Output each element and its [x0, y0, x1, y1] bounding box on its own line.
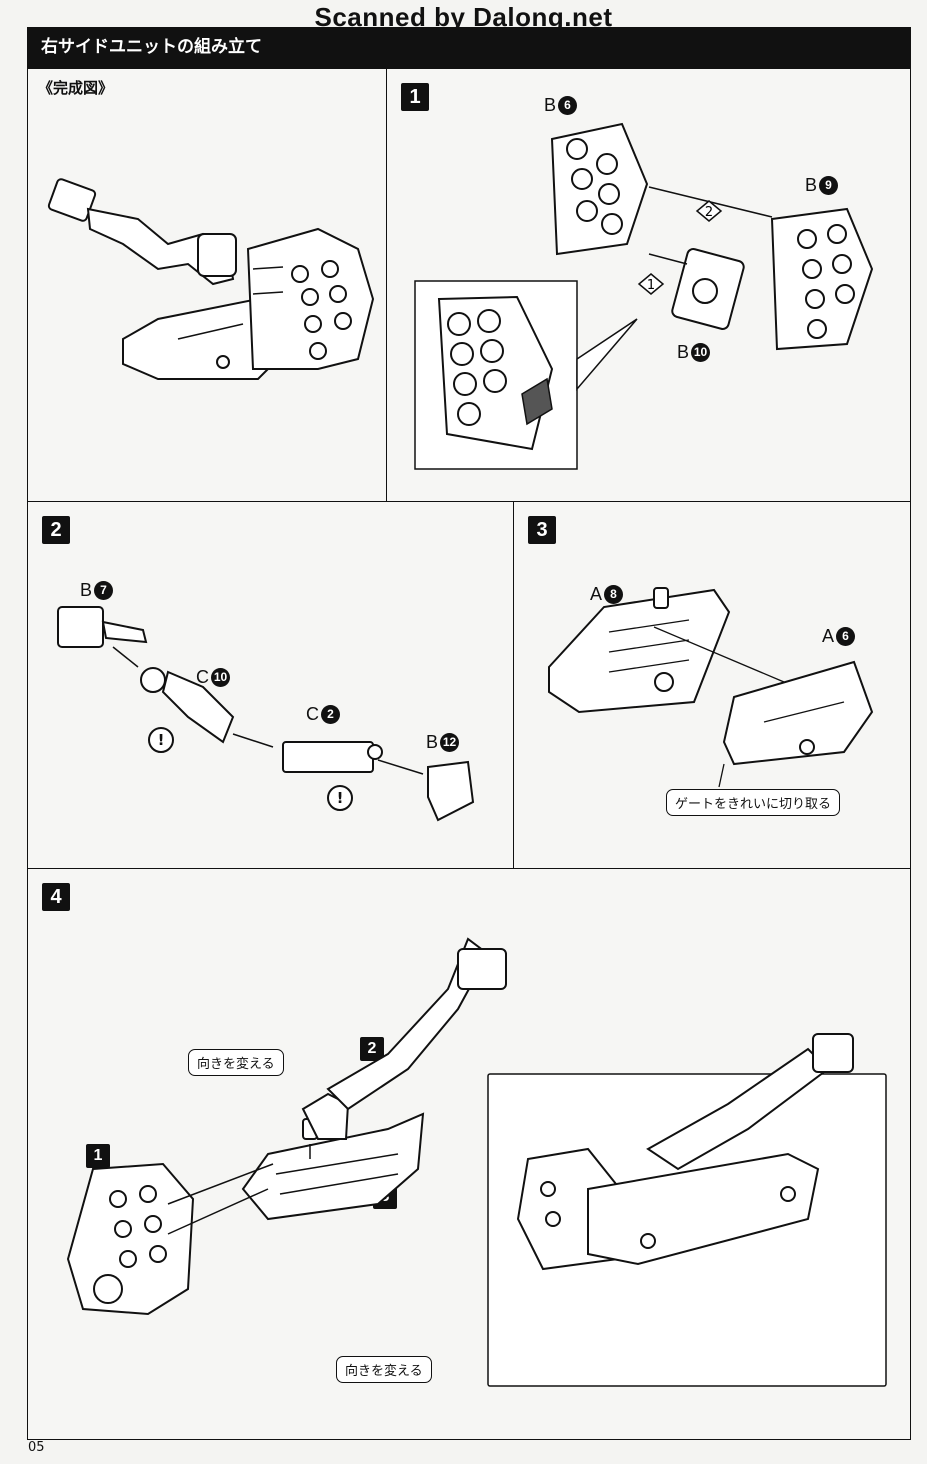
- complete-title: 《完成図》: [38, 79, 114, 97]
- part-number-badge: 6: [558, 96, 578, 115]
- part-label: B 9: [805, 175, 839, 196]
- part-letter: A: [822, 626, 835, 646]
- part-label: A 6: [822, 626, 856, 647]
- step-number: 1: [401, 83, 429, 111]
- step3-illustration: [548, 587, 874, 788]
- section-header: 右サイドユニットの組み立て: [27, 27, 911, 68]
- part-letter: C: [196, 667, 209, 687]
- part-number-badge: 10: [691, 343, 711, 362]
- panel-step-1: 1 B 6 B 9 B 10: [386, 68, 911, 502]
- warning-icon: !: [327, 785, 353, 811]
- part-letter: B: [805, 175, 818, 195]
- rotate-callout: 向きを変える: [188, 1049, 284, 1076]
- panel-complete: 《完成図》: [27, 68, 387, 502]
- step-number: 2: [42, 516, 70, 544]
- part-letter: C: [306, 704, 319, 724]
- section-title: 右サイドユニットの組み立て: [41, 37, 262, 57]
- rotate-callout: 向きを変える: [336, 1356, 432, 1383]
- part-number-badge: 9: [819, 176, 839, 195]
- part-letter: A: [590, 584, 603, 604]
- part-label: A 8: [590, 584, 624, 605]
- step2-illustration: [57, 606, 475, 822]
- part-letter: B: [544, 95, 557, 115]
- sub-ref-badge: 1: [86, 1144, 110, 1168]
- part-number-badge: 10: [211, 668, 230, 687]
- step4-illustration: [66, 937, 887, 1387]
- part-letter: B: [677, 342, 690, 362]
- part-label: C 10: [196, 667, 230, 688]
- sub-ref-badge: 2: [360, 1037, 384, 1061]
- part-label: B 7: [80, 580, 114, 601]
- part-letter: B: [426, 732, 439, 752]
- step-number: 4: [42, 883, 70, 911]
- complete-illustration: [47, 178, 375, 380]
- order-mark: 1: [647, 278, 655, 293]
- panel-step-3: 3 A 8 A 6 ゲートをきれいに切り取る: [513, 501, 911, 869]
- part-letter: B: [80, 580, 93, 600]
- warning-icon: !: [148, 727, 174, 753]
- part-number-badge: 6: [836, 627, 856, 646]
- order-mark: 2: [705, 205, 713, 220]
- page-number: 05: [28, 1440, 45, 1455]
- part-label: B 12: [426, 732, 460, 753]
- part-label: B 6: [544, 95, 578, 116]
- part-number-badge: 12: [440, 733, 460, 752]
- panel-step-4: 4 1 2 3 向きを変える 向きを変える: [27, 868, 911, 1440]
- part-number-badge: 8: [604, 585, 624, 604]
- part-label: B 10: [677, 342, 711, 363]
- part-number-badge: 7: [94, 581, 114, 600]
- part-number-badge: 2: [321, 705, 340, 724]
- gate-callout: ゲートをきれいに切り取る: [666, 789, 841, 816]
- step-number: 3: [528, 516, 556, 544]
- step1-illustration: 2 1: [414, 122, 874, 470]
- panel-step-2: 2 B 7 C 10 C 2 B 12 ! !: [27, 501, 514, 869]
- part-label: C 2: [306, 704, 340, 725]
